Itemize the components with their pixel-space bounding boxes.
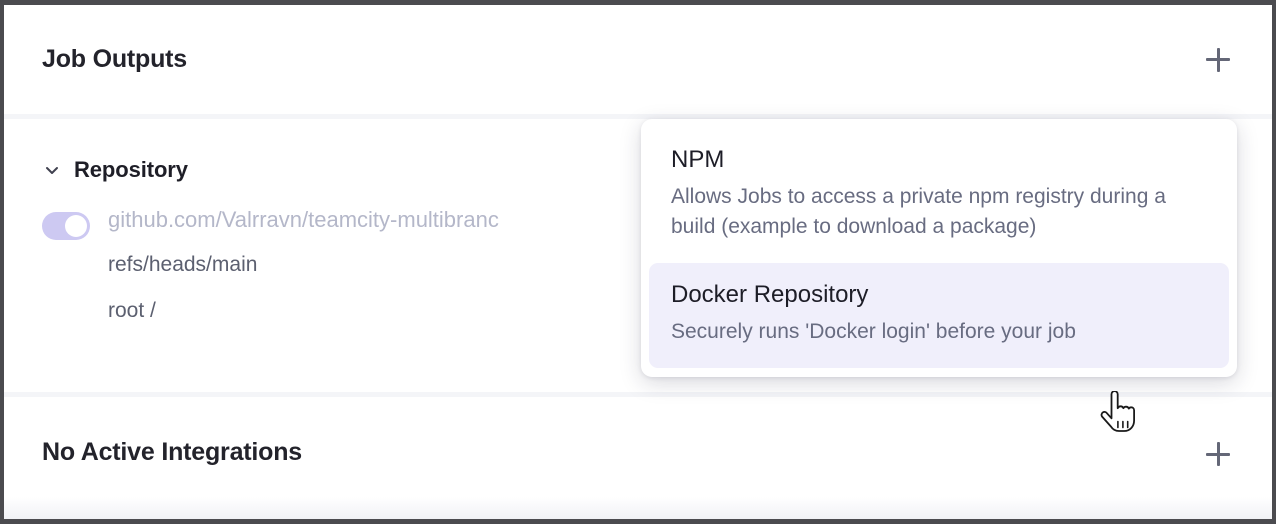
repository-details: github.com/Valrravn/teamcity-multibranc …	[108, 207, 499, 322]
menu-item-npm[interactable]: NPM Allows Jobs to access a private npm …	[649, 128, 1229, 263]
repository-row: github.com/Valrravn/teamcity-multibranc …	[42, 209, 1238, 321]
menu-item-description: Securely runs 'Docker login' before your…	[671, 319, 1076, 343]
repository-path: root /	[108, 299, 156, 322]
menu-item-description: Allows Jobs to access a private npm regi…	[671, 184, 1166, 239]
panel-header: Job Outputs	[4, 5, 1272, 114]
menu-item-title: Docker Repository	[671, 281, 869, 309]
header-divider	[4, 114, 1272, 119]
integration-type-dropdown: NPM Allows Jobs to access a private npm …	[641, 119, 1237, 377]
job-outputs-panel: Job Outputs Repository github.com/Valrra…	[4, 5, 1272, 519]
chevron-down-icon	[46, 167, 58, 174]
integrations-section: No Active Integrations	[4, 397, 1272, 519]
repository-url[interactable]: github.com/Valrravn/teamcity-multibranc	[108, 207, 499, 232]
section-divider	[4, 392, 1272, 397]
repository-enabled-toggle[interactable]	[42, 212, 90, 240]
add-integration-button[interactable]	[1198, 434, 1238, 474]
repository-section-label: Repository	[74, 157, 188, 182]
page-title: Job Outputs	[42, 45, 188, 73]
repository-ref: refs/heads/main	[108, 253, 258, 276]
integrations-title: No Active Integrations	[42, 438, 302, 466]
repository-section: Repository github.com/Valrravn/teamcity-…	[4, 119, 1272, 392]
menu-item-title: NPM	[671, 146, 725, 173]
add-job-output-button[interactable]	[1198, 40, 1238, 80]
repository-section-header[interactable]: Repository	[42, 157, 188, 183]
toggle-knob	[65, 215, 87, 237]
menu-item-docker-repository[interactable]: Docker Repository Securely runs 'Docker …	[649, 263, 1229, 368]
